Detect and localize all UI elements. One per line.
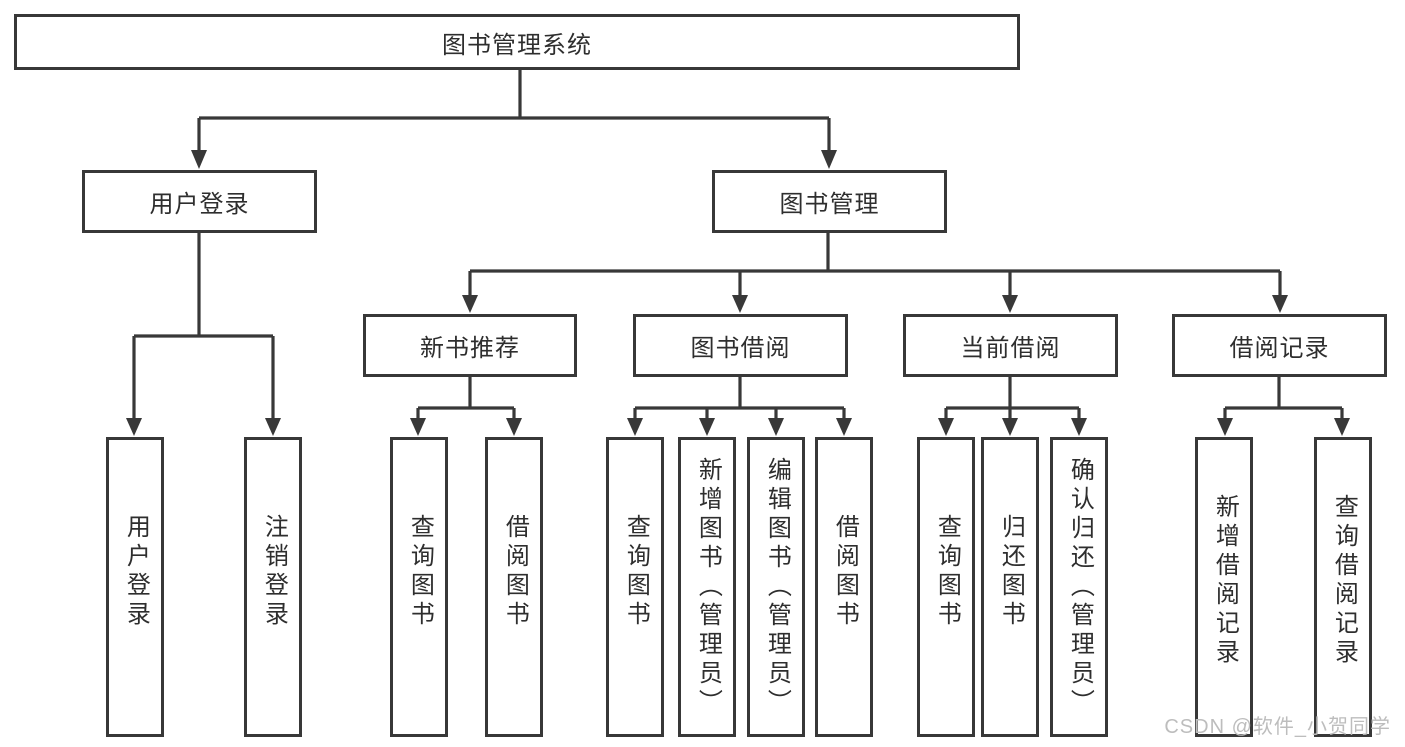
node-label: 查询借阅记录 [1330,494,1358,668]
connector-user-login-children [126,233,281,436]
node-user-login: 用户登录 [82,170,317,233]
node-library-management-system: 图书管理系统 [14,14,1020,70]
leaf-user-login: 用户登录 [106,437,164,737]
connector-root-to-level2 [191,70,837,169]
node-label: 查询图书 [933,514,961,630]
node-label: 编辑图书（管理员） [763,456,791,718]
node-book-management: 图书管理 [712,170,947,233]
node-label: 借阅图书 [831,514,859,630]
connector-book-management-level3 [462,233,1288,313]
node-label: 新增图书（管理员） [694,456,722,718]
node-label: 查询图书 [622,514,650,630]
leaf-logout: 注销登录 [244,437,302,737]
connector-borrow-records-children [1217,377,1350,436]
node-label: 查询图书 [406,514,434,630]
csdn-watermark: CSDN @软件_小贺同学 [1164,716,1391,738]
node-label: 归还图书 [997,514,1025,630]
node-label: 新书推荐 [420,335,520,362]
node-label: 当前借阅 [960,335,1061,362]
leaf-add-book-admin: 新增图书（管理员） [678,437,736,737]
leaf-edit-book-admin: 编辑图书（管理员） [747,437,805,737]
leaf-query-books-borrow: 查询图书 [606,437,664,737]
connector-current-borrow-children [938,377,1087,436]
node-current-borrow: 当前借阅 [903,314,1118,377]
node-label: 借阅图书 [501,514,529,630]
leaf-return-book: 归还图书 [981,437,1039,737]
node-borrow-records: 借阅记录 [1172,314,1387,377]
node-book-borrow: 图书借阅 [633,314,848,377]
node-label: 用户登录 [149,191,250,218]
node-label: 新增借阅记录 [1211,494,1239,668]
node-label: 借阅记录 [1229,335,1330,362]
node-label: 图书管理系统 [442,31,592,59]
node-label: 图书管理 [779,191,880,218]
leaf-borrow-books: 借阅图书 [815,437,873,737]
node-label: 图书借阅 [690,335,791,362]
leaf-add-borrow-record: 新增借阅记录 [1195,437,1253,737]
connector-book-borrow-children [627,377,852,436]
connector-new-book-recommend-children [410,377,522,436]
node-new-book-recommend: 新书推荐 [363,314,577,377]
node-label: 确认归还（管理员） [1066,456,1094,718]
leaf-borrow-books-recommend: 借阅图书 [485,437,543,737]
leaf-query-books-recommend: 查询图书 [390,437,448,737]
node-label: 注销登录 [260,514,288,630]
leaf-query-borrow-record: 查询借阅记录 [1314,437,1372,737]
leaf-query-books-current: 查询图书 [917,437,975,737]
node-label: 用户登录 [122,514,150,630]
leaf-confirm-return-admin: 确认归还（管理员） [1050,437,1108,737]
